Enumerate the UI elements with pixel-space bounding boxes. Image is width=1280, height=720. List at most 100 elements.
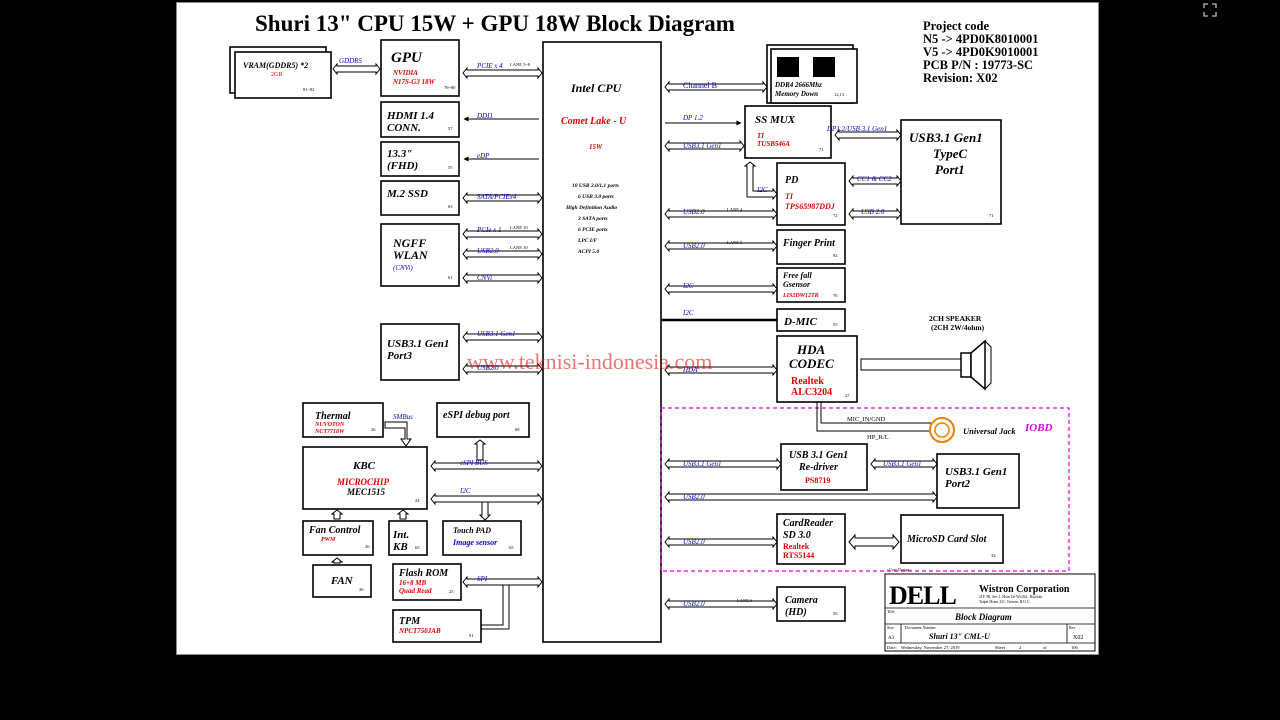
doc-size: A3: [888, 636, 895, 641]
ss-mux-vendor: TI: [757, 132, 764, 140]
signal-channel-b: Channel B: [683, 81, 717, 90]
flash-rom-block: [392, 563, 462, 601]
ssd-title: M.2 SSD: [386, 188, 428, 200]
rev-field-label: Rev: [1069, 625, 1075, 630]
signal-usb20-fp: USB2.0: [683, 242, 705, 250]
sata-bus: [462, 191, 543, 205]
freefall-i2c-bus: [664, 282, 778, 296]
signal-ddi1: DDI1: [476, 112, 493, 120]
signal-cc: CC1 & CC2: [857, 175, 892, 183]
usb-port2-block: [936, 453, 1020, 509]
block-diagram: .b { fill:#fff; stroke:#000; stroke-widt…: [229, 11, 1096, 652]
flash-rom-size: 16+8 MB: [399, 579, 426, 587]
hda-codec-block: [776, 335, 858, 403]
sheet-field-label: Sheet: [995, 645, 1006, 650]
ssd-page: 63: [448, 204, 453, 209]
thermal-page: 26: [371, 427, 376, 432]
project-rev: Revision: X02: [923, 71, 998, 85]
hda-codec: CODEC: [789, 356, 834, 371]
espi-page: 68: [515, 427, 520, 432]
doc-number: Shuri 13" CML-U: [929, 632, 991, 641]
flash-rom-mode: Quad Read: [399, 587, 432, 595]
hda-bus: [664, 363, 778, 377]
touchpad-sensor: Image sensor: [452, 538, 498, 547]
ss-mux-page: 71: [819, 147, 824, 152]
kb-link: [396, 509, 410, 520]
doc-title: Block Diagram: [954, 612, 1012, 622]
doc-sheet: 2: [1019, 645, 1021, 650]
gddr5-bus: [332, 62, 381, 76]
thermal-vendor: NUVOTON: [314, 422, 345, 428]
wlan-title1: NGFF: [392, 236, 426, 250]
signal-usb31-port3: USB3.1 Gen1: [477, 330, 516, 338]
signal-pcie4: PCIE x 4: [476, 62, 503, 70]
jack-mic-label: MIC_IN/GND: [847, 416, 886, 423]
fhd-size: 13.3": [387, 148, 412, 160]
cpu-codename: Comet Lake - U: [561, 116, 627, 127]
touchpad-block: [442, 520, 522, 556]
wlan-usb-bus: [462, 247, 543, 261]
typec-title: USB3.1 Gen1: [909, 130, 983, 145]
int-kb-title1: Int.: [392, 529, 409, 541]
signal-i2c-ff: I2C: [682, 282, 694, 290]
ddr4-page: 12,13: [834, 92, 845, 98]
wlan-title2: WLAN: [393, 248, 429, 262]
dmic-title: D-MIC: [783, 316, 818, 328]
signal-sata: SATA/PCIEx4: [477, 193, 517, 201]
kbc-vendor: MICROCHIP: [336, 477, 390, 487]
hdmi-title: HDMI 1.4: [386, 110, 435, 122]
cpu-feature: ACPI 5.0: [577, 249, 599, 255]
fhd-label: (FHD): [387, 160, 418, 172]
universal-jack-label: Universal Jack: [963, 426, 1016, 436]
fan-block: [312, 564, 372, 598]
wlan-block: [380, 223, 460, 287]
hda-vendor: Realtek: [791, 376, 824, 387]
signal-usb31-port2: USB3.1 Gen1: [883, 460, 922, 468]
docnum-field-label: Document Number: [905, 625, 936, 630]
redriver-model: PS8719: [805, 476, 830, 485]
universal-jack-icon: [929, 417, 955, 443]
int-kb-page: 65: [415, 545, 420, 550]
cpu-name: Intel CPU: [570, 81, 623, 95]
usb-port2-label: Port2: [945, 478, 971, 490]
cpu-feature: 6 USB 3.0 ports: [578, 194, 614, 200]
cpu-feature: LPC I/F: [577, 238, 597, 244]
cardreader-vendor: Realtek: [783, 542, 810, 551]
pd-block: [776, 162, 846, 226]
pd-title: PD: [785, 175, 798, 186]
ddr4-title: DDR4 2666Mhz: [774, 81, 822, 89]
flash-rom-title: Flash ROM: [398, 568, 449, 579]
speaker-spec: (2CH 2W/4ohm): [931, 323, 985, 332]
gpu-block: [380, 39, 460, 97]
cpu-feature: 6 PCIE ports: [578, 227, 608, 233]
cardreader-std: SD 3.0: [783, 530, 811, 541]
cc-bus: [848, 174, 902, 188]
cardreader-usb20-bus: [664, 535, 778, 549]
fan-control-pwm: PWM: [321, 537, 336, 543]
signal-espi-bus: eSPI BUS: [460, 459, 488, 467]
camera-usb20-bus: [664, 597, 778, 611]
hda-page: 27: [845, 393, 850, 398]
cpu-tdp: 15W: [589, 143, 603, 151]
signal-gddr5: GDDR5: [339, 57, 362, 65]
signal-dp12: DP 1.2: [682, 114, 703, 122]
espi-debug-block: [436, 402, 530, 438]
signal-usb20-pd: USB2.0: [683, 208, 705, 216]
vram-page: 81~82: [303, 87, 314, 92]
signal-usb31-ssmux: USB3.1 Gen1: [683, 142, 722, 150]
fullscreen-icon[interactable]: [1203, 3, 1217, 17]
redriver-title: USB 3.1 Gen1: [789, 450, 848, 461]
typec-port: Port1: [935, 162, 965, 177]
speaker-title: 2CH SPEAKER: [929, 314, 982, 323]
port2-usb20-bus: [664, 490, 938, 504]
ssmux-usb31-bus: [664, 139, 745, 153]
title-block: <Core Design> DELL Wistron Corporation 2…: [884, 567, 1096, 652]
signal-lane6: LANE 6: [737, 598, 753, 603]
size-field-label: Size: [887, 625, 894, 630]
core-design-label: <Core Design>: [887, 567, 912, 572]
doc-date: Wednesday, November 27, 2019: [901, 645, 960, 651]
fan-title: FAN: [330, 575, 354, 587]
spi-bus: [462, 575, 543, 589]
usb-port3-label: Port3: [387, 350, 413, 362]
hdmi-page: 57: [448, 126, 453, 131]
